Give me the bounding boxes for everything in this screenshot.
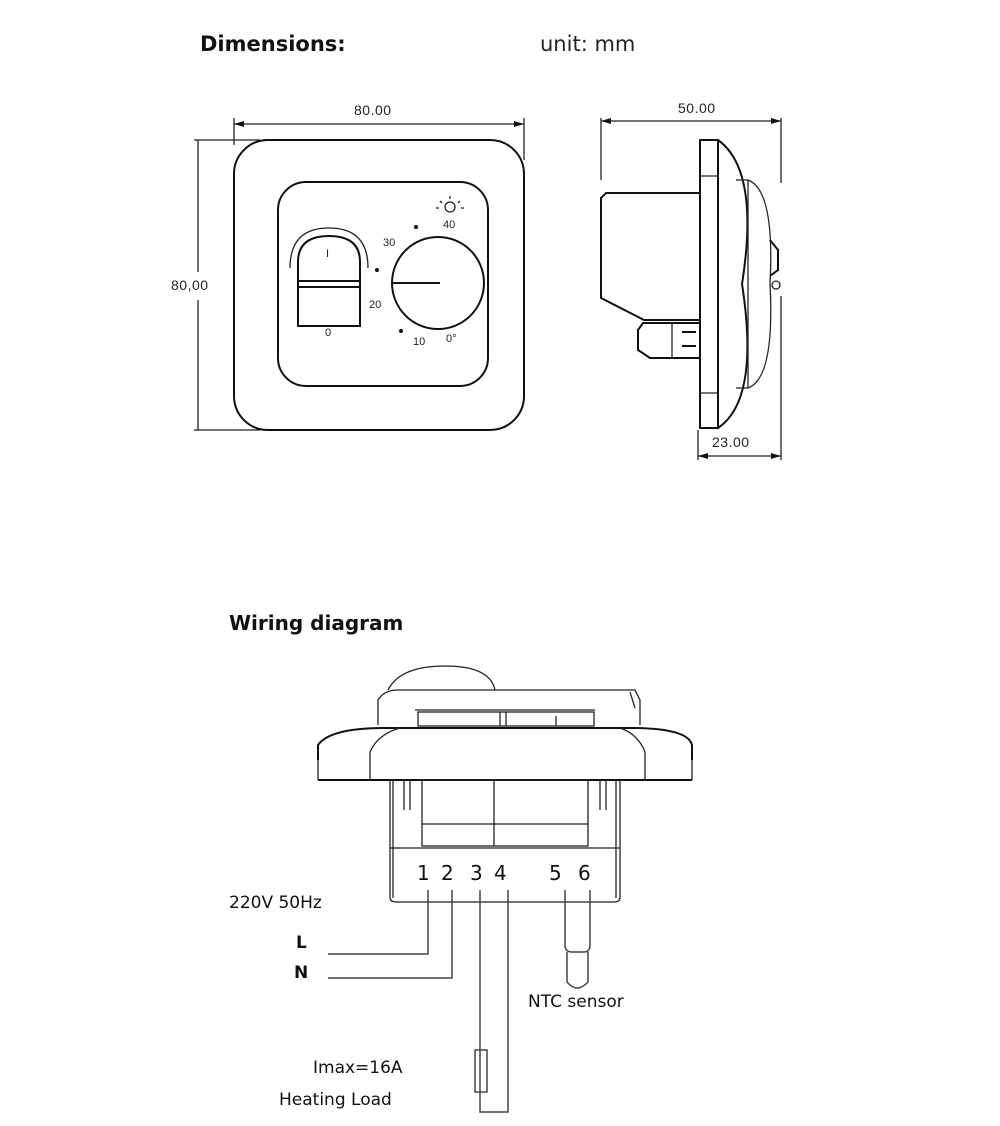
dial-scale-40: 40 <box>443 219 456 231</box>
ntc-sensor-label: NTC sensor <box>528 992 624 1012</box>
scale-dot <box>375 268 379 272</box>
dial-scale-0: 0° <box>446 333 457 345</box>
side-terminal <box>637 322 700 359</box>
heating-load-resistor <box>474 1049 488 1093</box>
line-label: L <box>296 933 307 953</box>
switch-arc <box>289 227 369 269</box>
sensor-joint <box>564 944 591 953</box>
wire-N <box>328 890 453 979</box>
depth-label: 50.00 <box>678 100 716 116</box>
device-body <box>389 780 621 903</box>
outer-frame <box>233 139 525 431</box>
unit-label: unit: mm <box>540 32 636 56</box>
inner-plate <box>277 181 489 387</box>
heating-load-label: Heating Load <box>279 1090 392 1110</box>
scale-dot <box>414 225 418 229</box>
wiring-device <box>317 665 693 1113</box>
dial-scale-20: 20 <box>369 299 382 311</box>
dial-scale-10: 10 <box>413 336 426 348</box>
arrow-left <box>234 121 244 127</box>
terminal-5: 5 <box>549 861 562 885</box>
terminal-6: 6 <box>578 861 591 885</box>
device-flange <box>317 727 693 760</box>
supply-label: 220V 50Hz <box>229 893 322 913</box>
height-label: 80,00 <box>171 277 209 293</box>
wire-L <box>328 890 429 955</box>
rocker-switch[interactable] <box>297 234 361 327</box>
front-depth-label: 23.00 <box>712 434 750 450</box>
front-view <box>194 118 525 431</box>
switch-off-label: 0 <box>325 327 332 339</box>
scale-dot <box>399 329 403 333</box>
terminal-3: 3 <box>470 861 483 885</box>
side-frame <box>699 139 719 429</box>
sun-icon <box>436 196 464 213</box>
side-frame-curve <box>717 139 749 429</box>
side-view <box>600 118 782 460</box>
wire-heating-load <box>479 890 509 1113</box>
terminal-2: 2 <box>441 861 454 885</box>
device-dome <box>387 665 496 691</box>
dial-scale-30: 30 <box>383 237 396 249</box>
arrow-right <box>514 121 524 127</box>
wiring-title: Wiring diagram <box>229 611 404 635</box>
terminal-housing <box>421 779 589 847</box>
side-switch <box>769 239 779 277</box>
terminal-1: 1 <box>417 861 430 885</box>
neutral-label: N <box>294 963 309 983</box>
device-top-cover <box>377 689 641 725</box>
ntc-sensor-probe <box>566 952 589 989</box>
dimensions-title: Dimensions: <box>200 32 346 56</box>
switch-on-label: I <box>326 248 330 260</box>
terminal-4: 4 <box>494 861 507 885</box>
imax-label: Imax=16A <box>313 1058 403 1078</box>
side-cover <box>736 179 772 389</box>
side-body <box>600 192 700 321</box>
width-label: 80.00 <box>354 102 392 118</box>
